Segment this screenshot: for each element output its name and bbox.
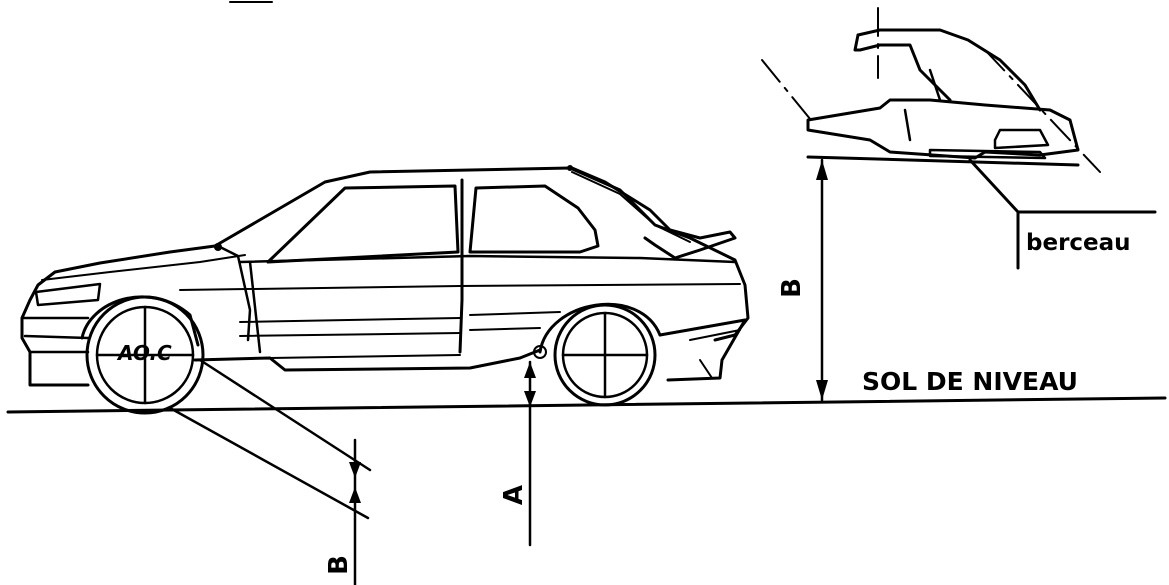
car-rear-window	[468, 184, 600, 254]
dimension-b-right: B	[777, 158, 828, 402]
car-door-front-edge	[248, 260, 262, 354]
subframe-detail-lines	[903, 68, 1050, 150]
car-sill	[193, 348, 542, 372]
wheel-marking: AO.C	[116, 341, 172, 365]
subframe-detail: berceau	[761, 7, 1157, 270]
car-hood-crease	[41, 254, 246, 281]
rear-axle-point	[533, 345, 547, 359]
dimension-b-extension-1	[198, 358, 372, 472]
rear-wheel-outer	[553, 303, 657, 407]
car-rear-marker	[567, 165, 573, 171]
car-front-window	[266, 184, 460, 264]
subframe-datum-line	[806, 155, 1080, 167]
subframe-crossmember	[928, 148, 1047, 160]
dimension-b-right-arrow-top	[816, 160, 828, 180]
ground-line	[6, 396, 1167, 414]
car-body-line-3	[239, 327, 541, 337]
subframe-upper-arm	[853, 33, 952, 102]
car-hood-outline	[20, 244, 217, 387]
dimension-a-arrow-top	[524, 362, 536, 378]
car-body-line-2	[239, 311, 561, 323]
car-windscreen	[216, 244, 252, 342]
subframe-top	[856, 28, 1042, 112]
car-front-bumper	[20, 316, 90, 354]
car-rear-bumper	[658, 318, 747, 382]
subframe-axis-diagonal-right	[984, 49, 1101, 173]
car-side-view	[20, 165, 750, 387]
car-body-line-1	[179, 283, 741, 291]
dimension-a-arrow-bottom	[524, 391, 536, 407]
subframe-body	[806, 98, 1080, 160]
dimension-b-arrow-bottom	[349, 487, 361, 503]
subframe-axis-diagonal-left	[761, 59, 816, 126]
dimension-b-right-arrow-bottom	[816, 380, 828, 400]
car-b-pillar	[458, 178, 464, 354]
car-spoiler-inner	[571, 171, 691, 243]
berceau-leader	[968, 158, 1157, 214]
car-headlight	[34, 282, 102, 307]
dimension-b-arrow-top	[349, 462, 361, 478]
dimension-a: A	[499, 360, 536, 547]
dimension-b-bottom: B	[168, 358, 372, 585]
car-roof-marker	[214, 243, 222, 251]
berceau-label: berceau	[1026, 230, 1131, 256]
car-belt-line	[238, 254, 737, 264]
front-wheel-outer	[85, 295, 205, 415]
car-rear-bumper-detail	[689, 329, 741, 379]
dimension-b-right-label: B	[777, 278, 807, 298]
car-sill-lower	[269, 354, 461, 359]
rear-wheel	[533, 302, 662, 407]
ground-label: SOL DE NIVEAU	[862, 367, 1078, 396]
dimension-b-extension-2	[168, 406, 370, 520]
dimension-a-label: A	[499, 485, 529, 505]
dimension-b-bottom-label: B	[324, 555, 354, 575]
car-rear-spoiler	[570, 166, 737, 260]
front-wheel: AO.C	[80, 295, 205, 415]
